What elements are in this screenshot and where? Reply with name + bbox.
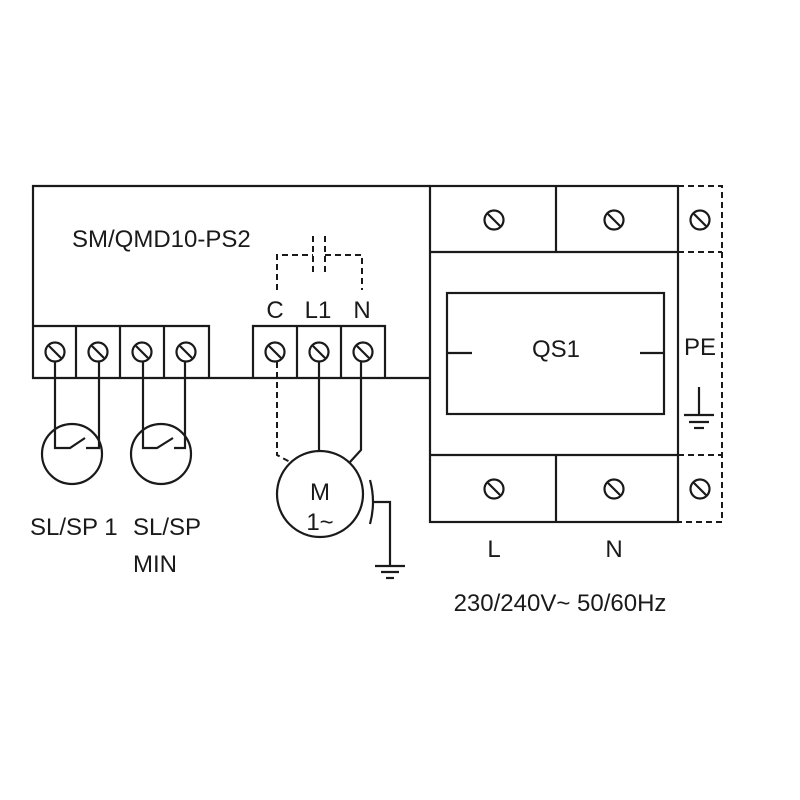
sensor-terminal-strip [33,324,211,378]
screw-icon [483,478,505,500]
screw-icon [689,209,711,231]
breaker-qs1: QS1 [428,184,680,524]
motor-icon: M 1~ [275,362,365,539]
earth-icon [684,387,714,430]
pe-terminal-column: PE [678,185,723,523]
screw-icon [308,341,330,363]
screw-icon [603,478,625,500]
sensor-sl-sp-min: SL/SP MIN [129,362,201,578]
sensor-sl-sp-1: SL/SP 1 [30,362,118,541]
sensor-label-2: MIN [133,551,177,578]
controller-box: SM/QMD10-PS2 [31,184,430,380]
motor-terminal-strip: C L1 N [251,297,387,378]
screw-icon [131,341,153,363]
motor-ground-icon [368,479,405,580]
sensor-label: SL/SP [133,514,201,541]
pe-label: PE [684,334,716,361]
capacitor-icon [276,236,363,290]
screw-icon [352,341,374,363]
screw-icon [483,209,505,231]
terminal-label-c: C [266,297,283,324]
supply-terminal-l: L [487,536,500,563]
controller-label: SM/QMD10-PS2 [72,226,251,253]
sensor-label: SL/SP 1 [30,514,118,541]
motor-label: M [310,479,330,506]
supply-spec: 230/240V~ 50/60Hz [454,590,667,617]
screw-icon [44,341,66,363]
supply-terminal-n: N [605,536,622,563]
screw-icon [175,341,197,363]
breaker-label: QS1 [532,336,580,363]
terminal-label-l1: L1 [305,297,332,324]
screw-icon [689,478,711,500]
screw-icon [603,209,625,231]
terminal-label-n: N [353,297,370,324]
motor-phase-label: 1~ [306,509,333,536]
screw-icon [264,341,286,363]
screw-icon [87,341,109,363]
